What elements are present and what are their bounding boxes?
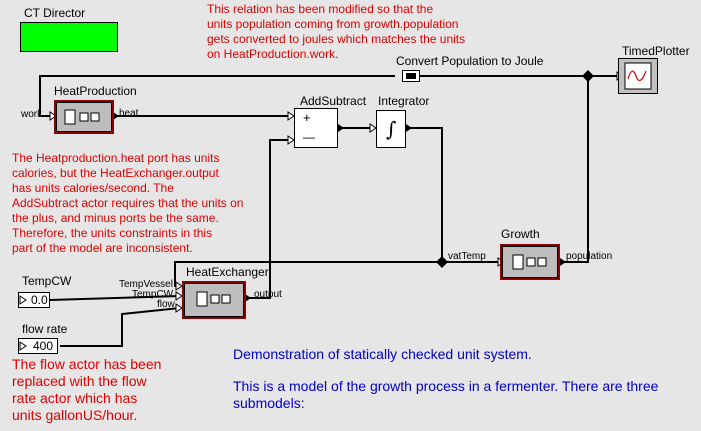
heat-exchanger-label: HeatExchanger (186, 265, 269, 279)
heat-production-actor[interactable] (56, 102, 112, 132)
relation-diamond-top (582, 70, 594, 82)
wire-tempcw (49, 295, 181, 301)
port-population: population (566, 251, 613, 262)
composite-icon (512, 254, 547, 270)
wire-integrator-out (406, 127, 443, 262)
port-work: work (21, 109, 43, 120)
description-text: This is a model of the growth process in… (233, 378, 659, 411)
flowrate-label: flow rate (22, 322, 68, 336)
svg-text:∫: ∫ (386, 117, 396, 141)
annotation-top: This relation has been modified so that … (207, 2, 466, 61)
port-heat: heat (119, 108, 139, 119)
relation-diamond-vattemp (436, 256, 448, 268)
ct-director[interactable] (20, 22, 118, 52)
heat-exchanger-actor[interactable] (184, 283, 244, 317)
add-subtract-label: AddSubtract (300, 94, 367, 108)
flowrate-value: 400 (33, 339, 54, 353)
const-arrow-icon (19, 341, 27, 351)
growth-actor[interactable] (502, 246, 558, 278)
heat-production-label: HeatProduction (54, 84, 137, 98)
relation-vattemp-label: vatTemp (448, 251, 486, 262)
annotation-middle: The Heatproduction.heat port has units c… (12, 151, 244, 255)
port-output: output (254, 289, 282, 300)
growth-label: Growth (501, 227, 540, 241)
timed-plotter-actor[interactable] (618, 58, 658, 94)
tempcw-label: TempCW (22, 274, 72, 288)
const-arrow-icon (19, 295, 27, 305)
integrator-label: Integrator (378, 94, 430, 108)
minus-port-label: — (303, 130, 315, 144)
plus-port-label: + (303, 110, 311, 125)
port-flow: flow (157, 299, 175, 310)
tempcw-value: 0.0 (31, 293, 48, 307)
port-tempvessel: TempVessel (119, 279, 173, 290)
flowrate-const[interactable]: 400 (18, 338, 58, 354)
wire-flow (60, 307, 181, 347)
plot-icon (624, 62, 652, 90)
add-subtract-actor[interactable]: + — (294, 108, 338, 148)
demo-text: Demonstration of statically checked unit… (233, 346, 532, 362)
director-label: CT Director (24, 6, 86, 20)
port-tempcw: TempCW (132, 289, 174, 300)
convert-label: Convert Population to Joule (396, 54, 544, 68)
annotation-bottom: The flow actor has been replaced with th… (12, 356, 162, 423)
wire-convert-to-work (39, 75, 395, 117)
wire-population (560, 76, 589, 263)
integral-icon: ∫ (386, 117, 396, 141)
wire-exchanger-to-minus (245, 139, 288, 299)
composite-icon (64, 109, 100, 125)
timed-plotter-label: TimedPlotter (622, 44, 690, 58)
tempcw-const[interactable]: 0.0 (18, 292, 50, 308)
integrator-actor[interactable]: ∫ (376, 110, 406, 148)
composite-icon (196, 291, 231, 307)
convert-actor[interactable] (402, 70, 420, 82)
